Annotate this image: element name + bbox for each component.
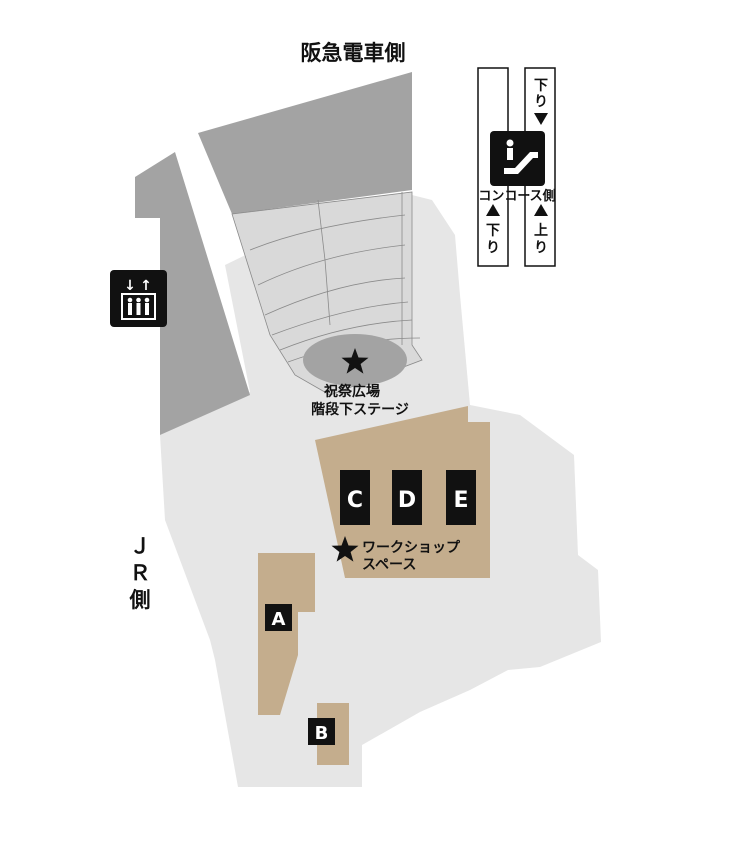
booth-e-label: E <box>453 488 468 513</box>
up-bottom-label: 上 り <box>534 223 548 256</box>
down-bottom-char-1: 下 <box>486 223 500 239</box>
down-bottom-label: 下 り <box>486 223 500 256</box>
elevator-icon: ↓ ↑ <box>110 270 167 327</box>
down-bottom-char-2: り <box>486 240 500 256</box>
booth-c: C <box>340 470 370 525</box>
up-bottom-char-2: り <box>534 240 548 256</box>
booth-a-label: A <box>272 609 286 630</box>
booth-d: D <box>392 470 422 525</box>
booth-b: B <box>308 718 335 745</box>
triangle-up-icon <box>486 204 500 216</box>
star-icon <box>331 536 359 562</box>
hankyu-side-label: 阪急電車側 <box>301 41 406 65</box>
triangle-up-icon <box>534 204 548 216</box>
booth-c-label: C <box>347 488 363 513</box>
booth-b-label: B <box>315 723 329 744</box>
stair-lines <box>249 192 421 363</box>
booth-d-label: D <box>398 488 416 513</box>
triangle-down-icon <box>534 113 548 125</box>
jr-side-label: Ｊ Ｒ 側 <box>129 534 151 612</box>
svg-text:↓: ↓ <box>124 278 136 294</box>
concourse-side-label: コンコース側 <box>478 188 555 204</box>
down-top-label: 下 り <box>534 78 548 110</box>
jr-side-char-2: Ｒ <box>130 561 151 585</box>
booth-a: A <box>265 604 292 631</box>
jr-side-char-1: Ｊ <box>130 534 151 558</box>
escalator-icon <box>490 131 545 186</box>
workshop-label-line2: スペース <box>362 557 416 573</box>
hankyu-side-building <box>198 72 412 214</box>
workshop-label-line1: ワークショップ <box>362 540 461 556</box>
jr-side-building <box>135 152 250 435</box>
down-top-char-1: 下 <box>534 78 548 94</box>
up-bottom-char-1: 上 <box>534 223 548 239</box>
plaza-label-line1: 祝祭広場 <box>324 383 380 400</box>
booth-a-area <box>258 553 315 715</box>
star-icon <box>341 348 369 374</box>
booth-e: E <box>446 470 476 525</box>
down-top-char-2: り <box>534 94 548 110</box>
plaza-label-line2: 階段下ステージ <box>311 401 409 418</box>
jr-side-char-3: 側 <box>129 588 151 612</box>
svg-text:↑: ↑ <box>140 278 152 294</box>
